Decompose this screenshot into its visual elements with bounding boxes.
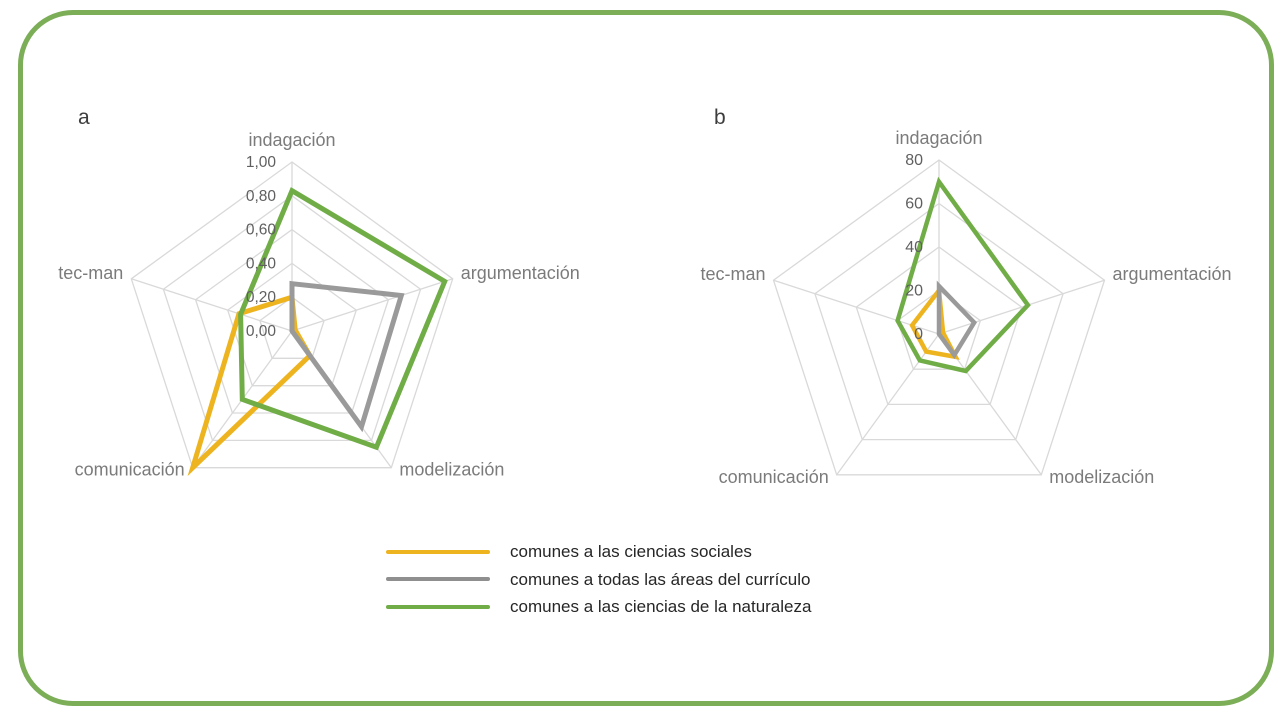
axis-label: indagación <box>248 130 335 150</box>
radar-axis-spoke <box>291 278 453 332</box>
axis-label: argumentación <box>461 263 580 283</box>
radar-grid-ring <box>855 246 1023 406</box>
legend-line-yellow <box>386 549 490 554</box>
legend-item-sociales: comunes a las ciencias sociales <box>386 542 811 561</box>
tick-label: 0,80 <box>246 188 277 205</box>
legend-line-green <box>386 604 490 609</box>
tick-label: 1,00 <box>246 154 277 171</box>
tick-label: 0,20 <box>246 289 277 306</box>
tick-label: 80 <box>905 152 923 169</box>
tick-label: 0 <box>914 326 923 343</box>
tick-label: 60 <box>905 196 923 213</box>
axis-label: tec-man <box>700 264 765 284</box>
radar-grid-ring <box>814 202 1064 441</box>
tick-label: 20 <box>905 283 923 300</box>
tick-label: 0,60 <box>246 222 277 239</box>
legend-label: comunes a las ciencias sociales <box>510 542 752 561</box>
radar-axis-spoke <box>131 278 293 332</box>
tick-label: 40 <box>905 239 923 256</box>
radar-grid-ring <box>772 159 1106 476</box>
legend-item-naturaleza: comunes a las ciencias de la naturaleza <box>386 597 811 616</box>
radar-grid-ring <box>896 289 982 370</box>
radar-grid-ring <box>194 228 390 414</box>
series-polygon-0 <box>187 293 314 477</box>
radar-chart-b: 80 60 40 20 0 indagación argumentación modeliza… <box>700 128 1231 487</box>
panel-label-a: a <box>78 106 90 129</box>
legend-item-todas-areas: comunes a todas las áreas del currículo <box>386 570 811 589</box>
legend-line-gray <box>386 577 490 581</box>
radar-grid-ring <box>259 296 325 359</box>
legend-label: comunes a todas las áreas del currículo <box>510 569 811 589</box>
series-polygon-1 <box>936 280 978 360</box>
axis-label: comunicación <box>719 467 829 487</box>
panel-label-b: b <box>714 106 726 129</box>
series-polygon-2 <box>895 176 1031 374</box>
tick-label: 0,00 <box>246 323 277 340</box>
radar-chart-a: 1,00 0,80 0,60 0,40 0,20 0,00 indagación argume… <box>58 130 580 480</box>
legend-label: comunes a las ciencias de la naturaleza <box>510 597 812 616</box>
series-polygon-1 <box>289 280 405 433</box>
rounded-green-border <box>18 10 1274 706</box>
series-polygon-2 <box>238 187 448 451</box>
chart-legend: comunes a las ciencias sociales comunes … <box>386 542 811 625</box>
axis-label: modelización <box>1049 467 1154 487</box>
tick-label: 0,40 <box>246 255 277 272</box>
axis-label: argumentación <box>1112 264 1231 284</box>
axis-label: indagación <box>895 128 982 148</box>
series-polygon-0 <box>909 284 960 360</box>
radar-grid-ring <box>226 262 358 387</box>
radar-grid-ring <box>130 161 454 469</box>
radar-grid-ring <box>162 194 422 442</box>
axis-label: tec-man <box>58 263 123 283</box>
axis-label: modelización <box>399 460 504 480</box>
axis-label: comunicación <box>75 460 185 480</box>
